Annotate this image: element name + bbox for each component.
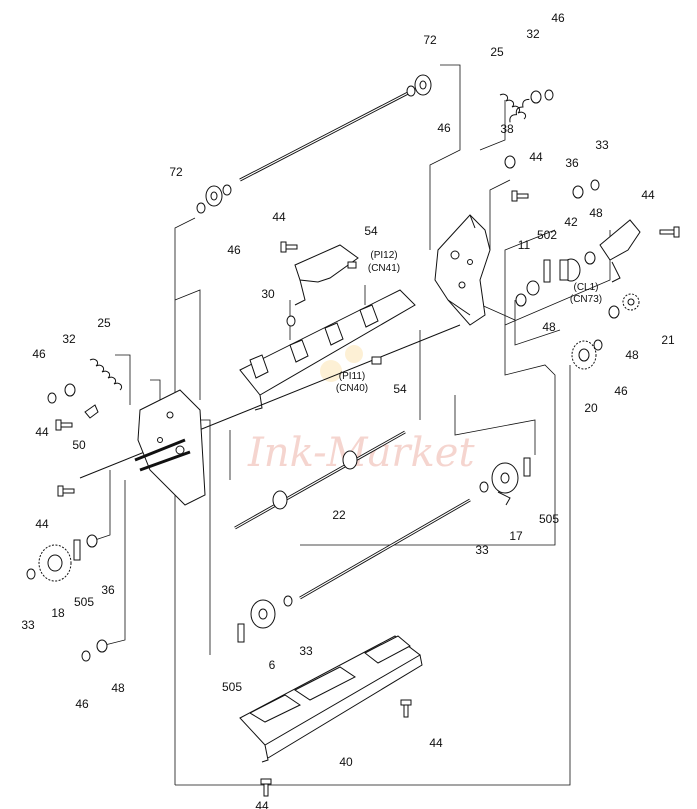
spring-25-left	[89, 358, 123, 391]
callout-cn73: (CN73)	[569, 294, 603, 305]
callout-44: 44	[255, 799, 269, 809]
callout-36: 36	[101, 583, 115, 597]
callout-46: 46	[437, 121, 451, 135]
roller-shaft-22	[234, 430, 406, 530]
callout-44: 44	[35, 425, 49, 439]
sensor-bracket-top	[294, 244, 359, 306]
callout-17: 17	[509, 529, 523, 543]
gear-20	[571, 340, 597, 370]
callout-44: 44	[641, 188, 655, 202]
gear-17	[491, 457, 531, 506]
roller-72-left	[196, 184, 232, 214]
callout-502: 502	[536, 228, 558, 242]
spring-25-top	[499, 93, 530, 123]
callout-505: 505	[221, 680, 243, 694]
callout-72: 72	[423, 33, 437, 47]
callout-18: 18	[51, 606, 65, 620]
lower-shaft	[299, 498, 471, 600]
callout-46: 46	[551, 11, 565, 25]
roller-72-top	[406, 74, 432, 97]
leader-lines	[94, 64, 611, 786]
callout-cl1: (CL1)	[573, 282, 599, 293]
callout-54: 54	[364, 224, 378, 238]
middle-shaft	[79, 324, 461, 479]
callout-46: 46	[614, 384, 628, 398]
callout-505: 505	[73, 595, 95, 609]
callout-33: 33	[475, 543, 489, 557]
callout-505: 505	[538, 512, 560, 526]
left-side-frame	[134, 389, 206, 506]
callout-25: 25	[490, 45, 504, 59]
callout-32: 32	[526, 27, 540, 41]
callout-46: 46	[227, 243, 241, 257]
callout-22: 22	[332, 508, 346, 522]
callout-33: 33	[299, 644, 313, 658]
lower-guide-40	[239, 635, 423, 763]
callout-30: 30	[261, 287, 275, 301]
callout-6: 6	[268, 658, 276, 672]
small-parts	[26, 89, 620, 662]
callout-48: 48	[625, 348, 639, 362]
lever-50	[84, 404, 99, 419]
callout-44: 44	[35, 517, 49, 531]
upper-guide-plate	[239, 289, 416, 411]
callout-33: 33	[21, 618, 35, 632]
callout-46: 46	[75, 697, 89, 711]
callout-44: 44	[429, 736, 443, 750]
callout-46: 46	[32, 347, 46, 361]
callout-40: 40	[339, 755, 353, 769]
callout-44: 44	[272, 210, 286, 224]
watermark-dot	[345, 345, 363, 363]
callout-48: 48	[111, 681, 125, 695]
callout-cn40: (CN40)	[335, 383, 369, 394]
gear-18	[38, 539, 81, 582]
screws-44	[55, 190, 680, 797]
callout-48: 48	[589, 206, 603, 220]
callout-pi11: (PI11)	[338, 371, 366, 382]
gear-21	[622, 293, 640, 311]
callout-cn41: (CN41)	[367, 263, 401, 274]
clutch-bracket	[526, 219, 641, 296]
callout-20: 20	[584, 401, 598, 415]
callout-48: 48	[542, 320, 556, 334]
callout-38: 38	[500, 122, 514, 136]
callout-54: 54	[393, 382, 407, 396]
gear-6	[237, 599, 276, 643]
watermark-text: Ink-Market	[248, 430, 475, 476]
callout-36: 36	[565, 156, 579, 170]
watermark-dot	[320, 360, 342, 382]
callout-32: 32	[62, 332, 76, 346]
callout-21: 21	[661, 333, 675, 347]
callout-72: 72	[169, 165, 183, 179]
callout-42: 42	[564, 215, 578, 229]
callout-25: 25	[97, 316, 111, 330]
upper-shaft	[239, 90, 411, 182]
callout-pi12: (PI12)	[370, 250, 398, 261]
callout-11: 11	[517, 238, 531, 252]
callout-33: 33	[595, 138, 609, 152]
callout-44: 44	[529, 150, 543, 164]
callout-50: 50	[72, 438, 86, 452]
right-side-frame	[434, 214, 491, 326]
